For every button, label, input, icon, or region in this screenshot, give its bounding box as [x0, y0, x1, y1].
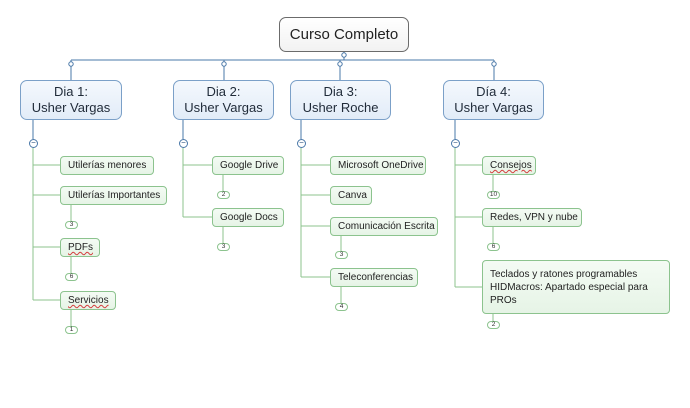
subtopic-label: Microsoft OneDrive [338, 160, 424, 171]
subtopic[interactable]: Google Docs [212, 208, 284, 227]
main-topic-dia-4[interactable]: Día 4: Usher Vargas [443, 80, 544, 120]
topic-count-badge[interactable]: 3 [335, 251, 348, 259]
topic-count-badge[interactable]: 2 [217, 191, 230, 199]
subtopic-label: Teleconferencias [338, 272, 414, 283]
subtopic-label: Google Docs [220, 212, 278, 223]
topic-count-badge[interactable]: 6 [65, 273, 78, 281]
subtopic[interactable]: Comunicación Escrita [330, 217, 438, 236]
subtopic-label: Redes, VPN y nube [490, 212, 578, 223]
topic-count-badge[interactable]: 2 [487, 321, 500, 329]
subtopic-label: Servicios [68, 295, 109, 306]
subtopic[interactable]: Teclados y ratones programables HIDMacro… [482, 260, 670, 314]
subtopic-label: Google Drive [220, 160, 279, 171]
subtopic[interactable]: Utilerías menores [60, 156, 154, 175]
connector-dot [221, 61, 227, 67]
topic-count-badge[interactable]: 10 [487, 191, 500, 199]
main-topic-line2: Usher Roche [302, 100, 379, 115]
subtopic-label: Teclados y ratones programables HIDMacro… [490, 268, 648, 306]
main-topic-line2: Usher Vargas [184, 100, 263, 115]
main-topic-dia-3[interactable]: Dia 3: Usher Roche [290, 80, 391, 120]
subtopic-label: Consejos [490, 160, 532, 171]
main-topic-line1: Dia 3: [323, 84, 358, 99]
subtopic[interactable]: Canva [330, 186, 372, 205]
collapse-toggle-icon[interactable]: − [179, 139, 188, 148]
main-topic-line1: Día 4: [476, 84, 511, 99]
collapse-toggle-icon[interactable]: − [451, 139, 460, 148]
subtopic[interactable]: PDFs [60, 238, 100, 257]
subtopic-label: PDFs [68, 242, 93, 253]
connector-dot [491, 61, 497, 67]
subtopic-label: Comunicación Escrita [338, 221, 435, 232]
main-topic-line2: Usher Vargas [31, 100, 111, 115]
subtopic[interactable]: Utilerías Importantes [60, 186, 167, 205]
subtopic[interactable]: Consejos [482, 156, 536, 175]
connector-dot [341, 52, 347, 58]
main-topic-dia-2[interactable]: Dia 2: Usher Vargas [173, 80, 274, 120]
main-topic-line1: Dia 2: [206, 84, 241, 99]
subtopic-label: Canva [338, 190, 367, 201]
subtopic[interactable]: Microsoft OneDrive [330, 156, 426, 175]
subtopic[interactable]: Google Drive [212, 156, 284, 175]
topic-count-badge[interactable]: 1 [65, 326, 78, 334]
root-topic-label: Curso Completo [289, 26, 399, 43]
root-topic[interactable]: Curso Completo [279, 17, 409, 52]
main-topic-line2: Usher Vargas [454, 100, 533, 115]
connector-dot [68, 61, 74, 67]
collapse-toggle-icon[interactable]: − [297, 139, 306, 148]
subtopic-label: Utilerías Importantes [68, 190, 161, 201]
connector-dot [337, 61, 343, 67]
main-topic-line1: Dia 1: [54, 84, 88, 99]
topic-count-badge[interactable]: 4 [335, 303, 348, 311]
subtopic[interactable]: Teleconferencias [330, 268, 418, 287]
topic-count-badge[interactable]: 3 [65, 221, 78, 229]
topic-count-badge[interactable]: 3 [217, 243, 230, 251]
subtopic[interactable]: Servicios [60, 291, 116, 310]
main-topic-dia-1[interactable]: Dia 1: Usher Vargas [20, 80, 122, 120]
topic-count-badge[interactable]: 6 [487, 243, 500, 251]
subtopic-label: Utilerías menores [68, 160, 147, 171]
subtopic[interactable]: Redes, VPN y nube [482, 208, 582, 227]
collapse-toggle-icon[interactable]: − [29, 139, 38, 148]
